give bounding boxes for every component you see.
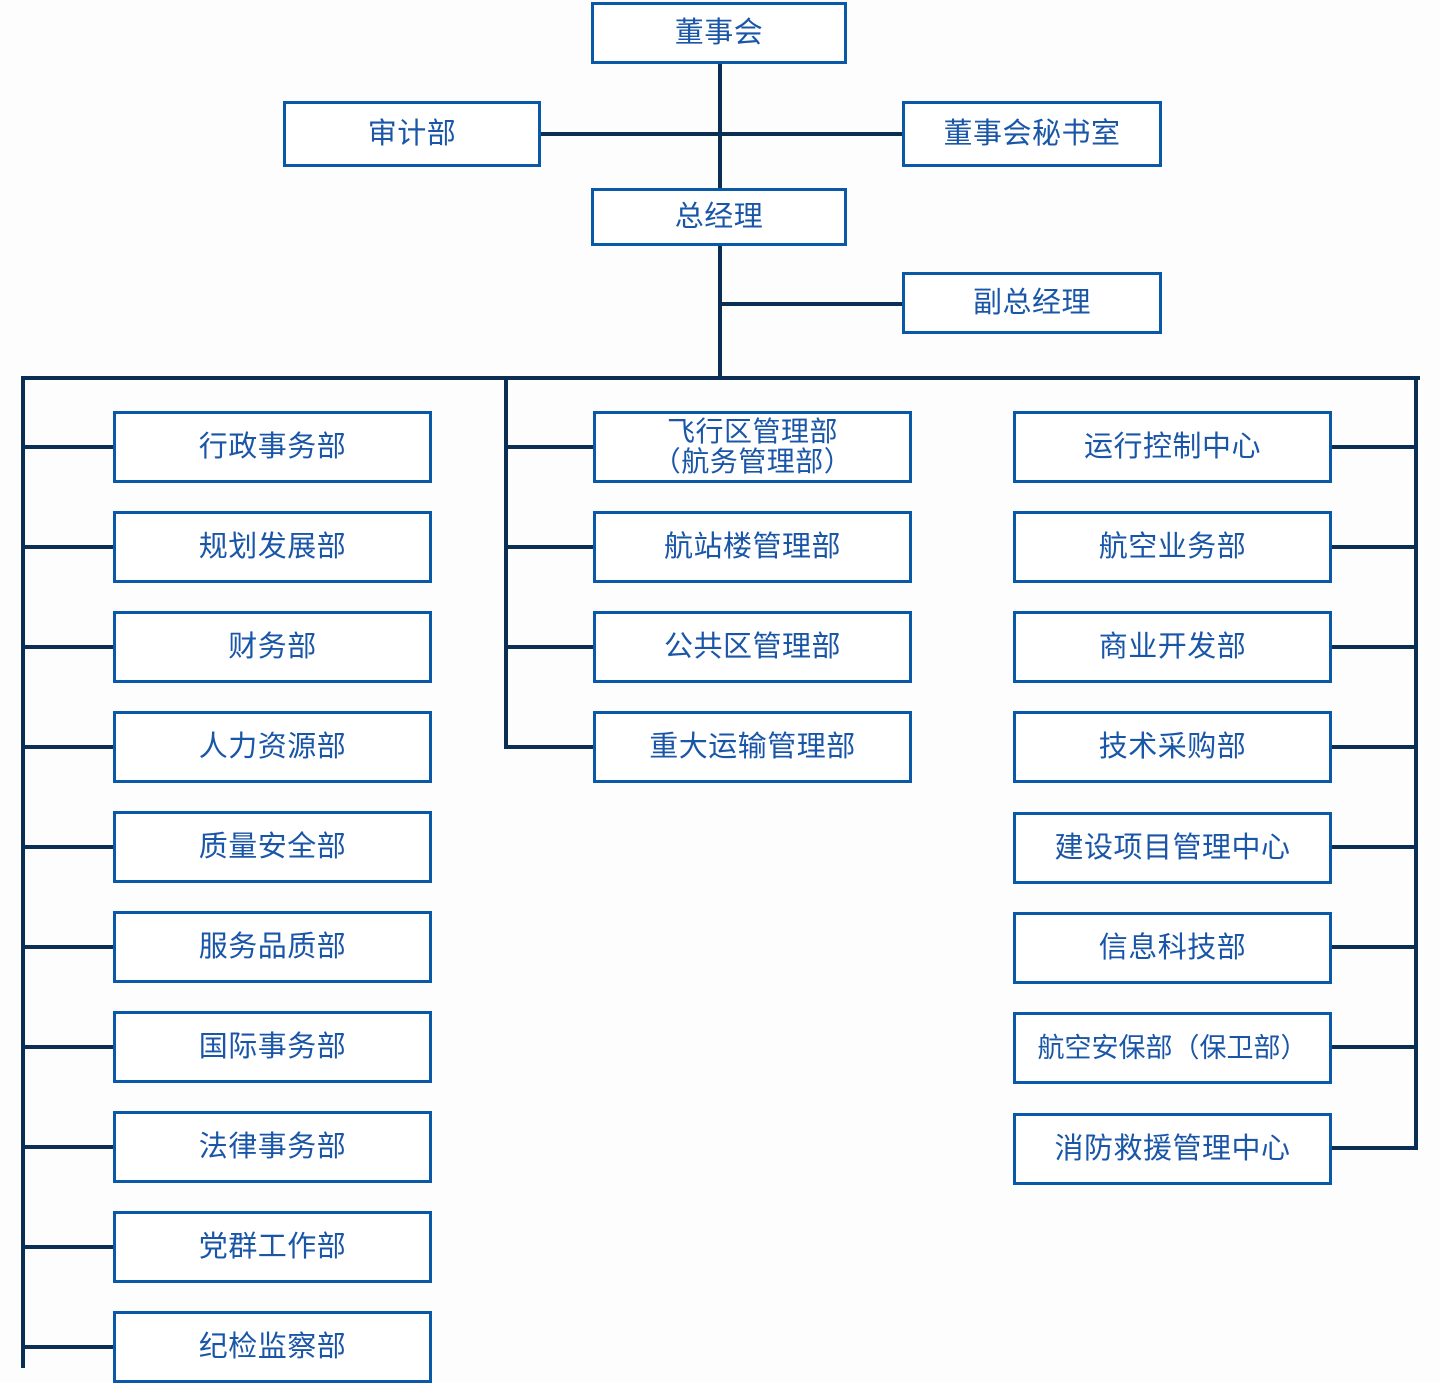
node-middle-3[interactable]: 公共区管理部 — [593, 611, 912, 683]
stub-right-2 — [1330, 545, 1418, 549]
stub-middle-3 — [504, 645, 596, 649]
node-left-3[interactable]: 财务部 — [113, 611, 432, 683]
node-right-5[interactable]: 建设项目管理中心 — [1013, 812, 1332, 884]
stub-left-10 — [21, 1345, 115, 1349]
node-board[interactable]: 董事会 — [591, 2, 847, 64]
node-right-2[interactable]: 航空业务部 — [1013, 511, 1332, 583]
stub-right-4 — [1330, 745, 1418, 749]
node-right-7[interactable]: 航空安保部（保卫部） — [1013, 1012, 1332, 1084]
stub-middle-4 — [504, 745, 596, 749]
stub-right-1 — [1330, 445, 1418, 449]
stub-middle-2 — [504, 545, 596, 549]
node-left-1[interactable]: 行政事务部 — [113, 411, 432, 483]
node-left-9[interactable]: 党群工作部 — [113, 1211, 432, 1283]
stub-left-8 — [21, 1145, 115, 1149]
connector-board-to-gm — [718, 62, 722, 190]
node-left-2[interactable]: 规划发展部 — [113, 511, 432, 583]
node-left-10[interactable]: 纪检监察部 — [113, 1311, 432, 1383]
node-audit-department[interactable]: 审计部 — [283, 101, 541, 167]
stub-left-6 — [21, 945, 115, 949]
node-right-4[interactable]: 技术采购部 — [1013, 711, 1332, 783]
stub-left-9 — [21, 1245, 115, 1249]
main-distribution-bar — [21, 376, 1420, 380]
connector-gm-to-main-bar — [718, 244, 722, 378]
connector-audit-secretariat-bar — [540, 132, 904, 136]
stub-left-5 — [21, 845, 115, 849]
node-right-3[interactable]: 商业开发部 — [1013, 611, 1332, 683]
stub-left-3 — [21, 645, 115, 649]
stub-left-7 — [21, 1045, 115, 1049]
node-right-6[interactable]: 信息科技部 — [1013, 912, 1332, 984]
stub-middle-1 — [504, 445, 596, 449]
stub-right-7 — [1330, 1045, 1418, 1049]
stub-right-6 — [1330, 945, 1418, 949]
right-column-rail — [1414, 376, 1418, 1150]
node-left-4[interactable]: 人力资源部 — [113, 711, 432, 783]
node-left-6[interactable]: 服务品质部 — [113, 911, 432, 983]
node-left-8[interactable]: 法律事务部 — [113, 1111, 432, 1183]
node-left-5[interactable]: 质量安全部 — [113, 811, 432, 883]
stub-right-8 — [1330, 1146, 1418, 1150]
node-middle-4[interactable]: 重大运输管理部 — [593, 711, 912, 783]
node-left-7[interactable]: 国际事务部 — [113, 1011, 432, 1083]
node-right-1[interactable]: 运行控制中心 — [1013, 411, 1332, 483]
connector-gm-to-deputy — [718, 302, 904, 306]
left-column-rail — [21, 376, 25, 1368]
node-right-8[interactable]: 消防救援管理中心 — [1013, 1113, 1332, 1185]
node-deputy-general-manager[interactable]: 副总经理 — [902, 272, 1162, 334]
stub-right-3 — [1330, 645, 1418, 649]
node-general-manager[interactable]: 总经理 — [591, 188, 847, 246]
stub-left-1 — [21, 445, 115, 449]
stub-left-2 — [21, 545, 115, 549]
stub-right-5 — [1330, 845, 1418, 849]
middle-column-rail — [504, 376, 508, 748]
node-middle-1[interactable]: 飞行区管理部 （航务管理部） — [593, 411, 912, 483]
node-board-secretariat[interactable]: 董事会秘书室 — [902, 101, 1162, 167]
stub-left-4 — [21, 745, 115, 749]
node-middle-2[interactable]: 航站楼管理部 — [593, 511, 912, 583]
